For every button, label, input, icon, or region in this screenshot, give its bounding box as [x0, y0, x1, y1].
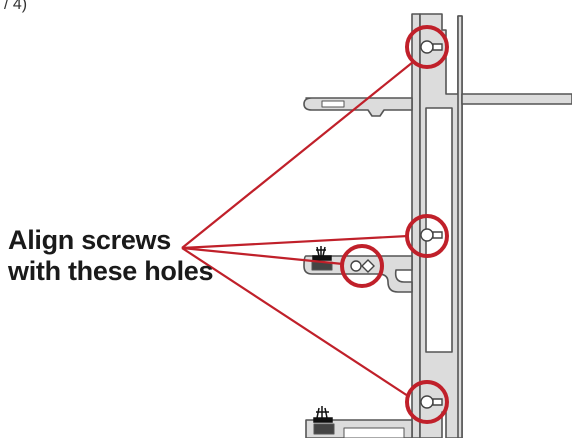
leader-lines: [181, 61, 414, 397]
extrusion-profile: [411, 13, 463, 439]
screw-hole-2: [420, 228, 443, 242]
screw-head-middle: [312, 246, 332, 261]
lower-bracket: [305, 419, 413, 439]
highlight-circle-1: [405, 25, 449, 69]
caption-fragment: / 4): [4, 0, 28, 13]
callout-line-1: Align screws: [8, 225, 171, 255]
leader-line-4: [181, 247, 409, 397]
screw-hole-4: [420, 395, 443, 409]
right-arm: [461, 93, 572, 105]
highlight-circle-3: [340, 244, 384, 288]
screw-hole-1: [420, 40, 443, 54]
highlight-circle-4: [405, 380, 449, 424]
leader-line-2: [181, 234, 409, 250]
extrusion-right-wall: [457, 15, 463, 439]
extrusion-inner-channel: [425, 107, 453, 353]
extrusion-left-wall: [411, 13, 421, 439]
leader-line-3: [181, 246, 344, 266]
screw-head-lower: [313, 406, 333, 423]
callout-label: Align screws with these holes: [8, 225, 214, 287]
callout-line-2: with these holes: [8, 256, 214, 286]
leader-line-1: [181, 61, 414, 249]
highlight-circle-2: [405, 214, 449, 258]
highlight-circles: [340, 25, 449, 424]
screw-hole-3: [350, 259, 375, 273]
